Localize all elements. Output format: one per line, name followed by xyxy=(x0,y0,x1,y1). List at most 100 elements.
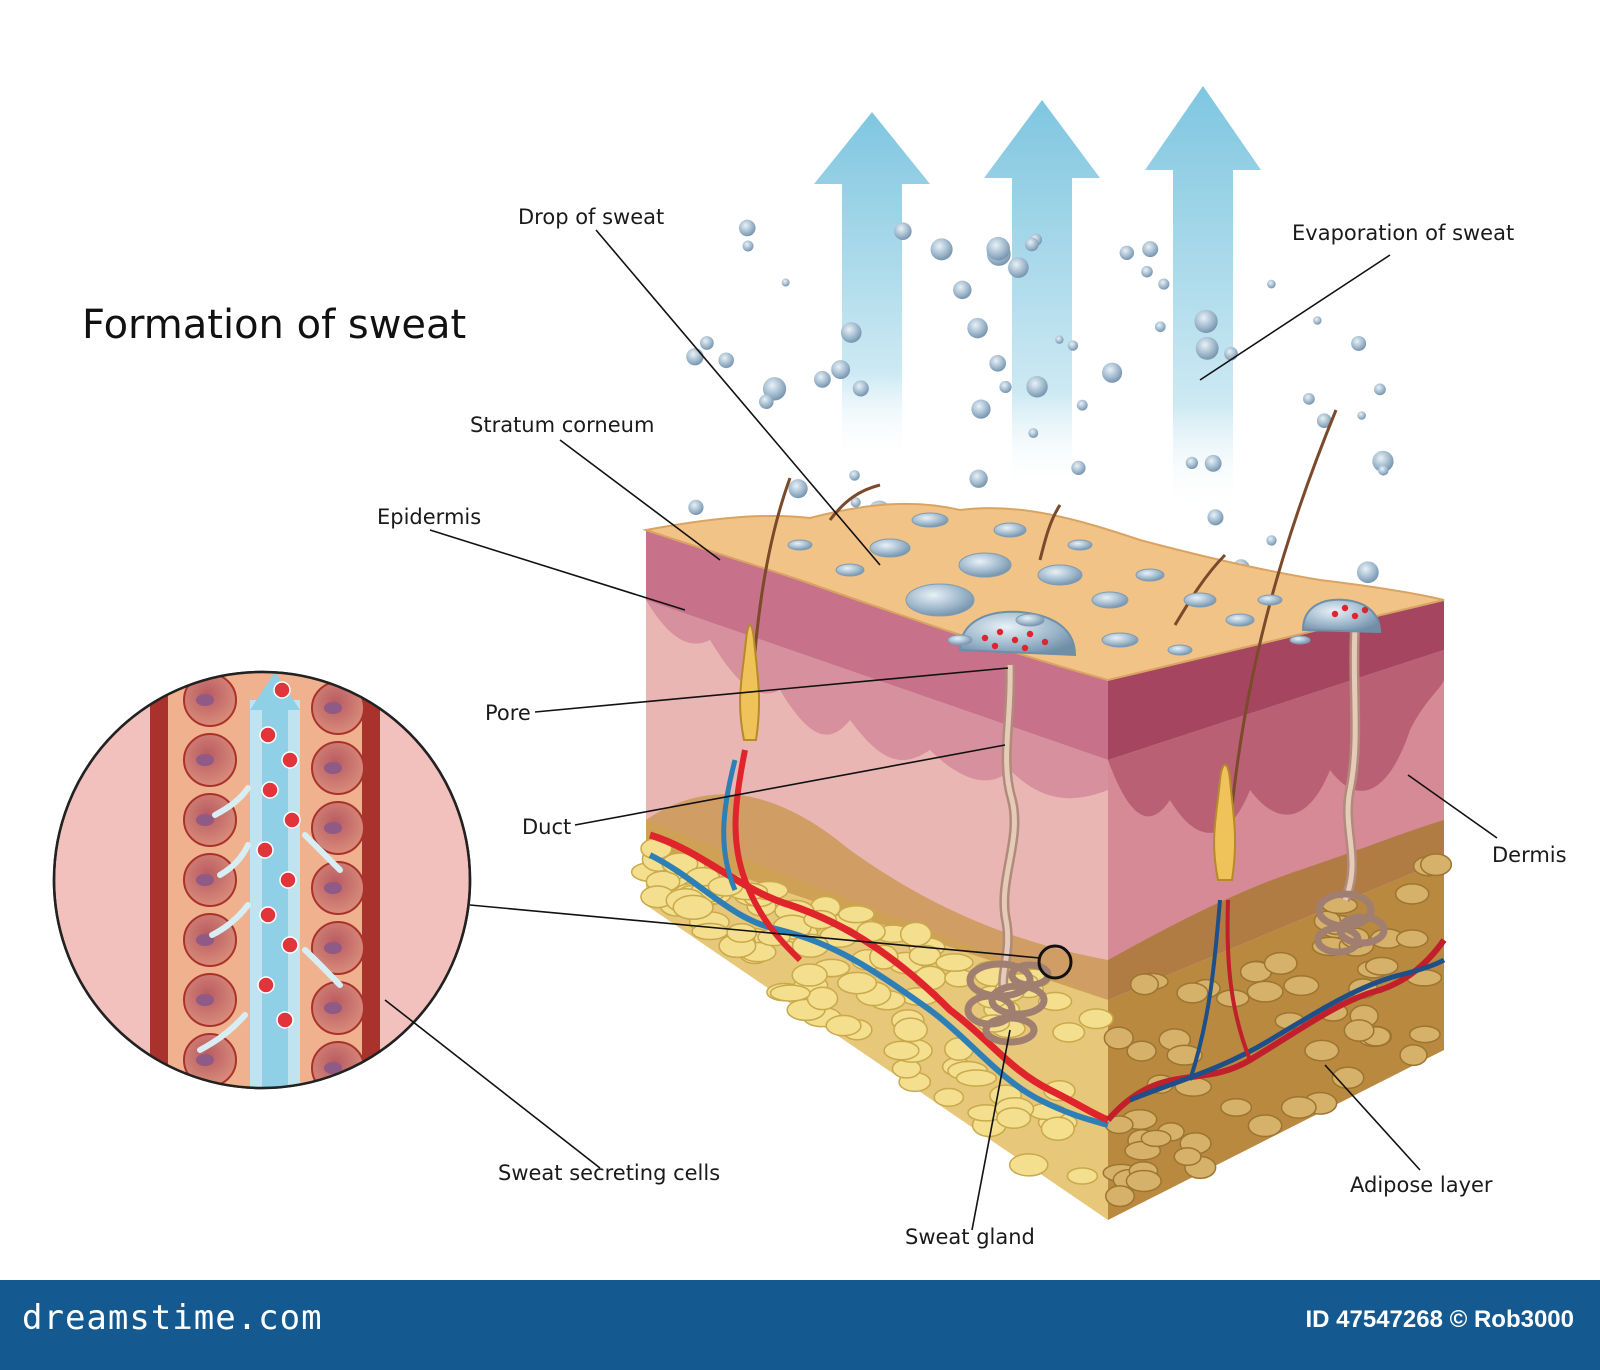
evaporating-droplet xyxy=(971,399,991,419)
evaporating-droplet xyxy=(1076,399,1088,411)
cell-nucleus xyxy=(196,934,214,946)
label-pore: Pore xyxy=(485,701,531,725)
fat-cell xyxy=(1408,1025,1441,1044)
surface-droplet xyxy=(905,583,975,617)
fat-cell xyxy=(1105,1185,1135,1208)
fat-cell xyxy=(1040,1116,1075,1142)
hair-follicles xyxy=(739,409,1338,881)
cell-nucleus xyxy=(324,1122,342,1134)
pore-secretion-dot xyxy=(1011,636,1019,644)
fat-cell xyxy=(996,1107,1032,1129)
fat-cell xyxy=(1246,980,1284,1003)
fat-cell xyxy=(672,894,714,921)
fat-cell xyxy=(1066,1167,1099,1185)
magnifier-target xyxy=(1037,944,1073,980)
epidermis-face-right xyxy=(1108,600,1444,760)
fat-cell xyxy=(933,1087,965,1107)
evaporating-droplet xyxy=(1185,456,1199,470)
evaporating-droplet xyxy=(953,280,972,300)
evaporating-droplet xyxy=(1142,241,1159,258)
pore-secretion-dot xyxy=(1041,638,1049,646)
fat-cell xyxy=(883,1040,920,1061)
vessel-to-right-hair-red xyxy=(1225,899,1252,1061)
sweat-duct-right-inner xyxy=(1342,627,1358,901)
hair-short-1 xyxy=(1038,504,1062,561)
fat-cell xyxy=(791,963,828,987)
evaporating-droplet xyxy=(718,352,734,368)
footer-bar: dreamstime.com ID 47547268 © Rob3000 xyxy=(0,1280,1600,1370)
label-epidermis: Epidermis xyxy=(377,505,481,529)
evaporating-droplet xyxy=(813,370,831,388)
secreting-cell xyxy=(312,1102,364,1154)
epidermis-dermis-boundary xyxy=(646,600,1108,799)
fat-cell xyxy=(1008,1153,1049,1177)
evaporation-arrows xyxy=(814,86,1261,510)
fat-cell xyxy=(1343,1019,1375,1042)
evaporating-droplet xyxy=(967,317,988,339)
fat-cell xyxy=(1364,956,1399,976)
fat-cell xyxy=(1220,1097,1253,1117)
evaporating-droplet xyxy=(1026,376,1048,398)
dermis-face-front xyxy=(646,600,1108,1000)
evaporating-droplet xyxy=(1194,309,1218,334)
evaporating-droplet xyxy=(1351,335,1367,351)
cell-nucleus xyxy=(196,754,214,766)
fat-cell xyxy=(769,984,811,1002)
surface-droplet xyxy=(1101,632,1139,648)
surface-droplet xyxy=(1183,592,1217,608)
evaporating-droplet xyxy=(1028,428,1039,439)
cell-nucleus xyxy=(324,942,342,954)
evaporating-droplet xyxy=(1195,336,1219,360)
evaporating-droplet xyxy=(1055,335,1064,344)
evaporating-droplet xyxy=(742,240,754,252)
pore-secretion-dot xyxy=(1026,630,1034,638)
evaporating-droplet xyxy=(788,479,808,499)
surface-droplet xyxy=(947,634,973,646)
evaporating-droplet xyxy=(1141,265,1153,278)
vein-to-hair xyxy=(721,759,738,891)
fat-cell xyxy=(1399,1044,1428,1067)
evaporating-droplet xyxy=(1267,279,1276,289)
fat-cell xyxy=(1166,1044,1203,1066)
pore-secretion-dot xyxy=(981,634,989,642)
dermis-adipose-band-right xyxy=(1108,820,1444,1000)
fat-cell xyxy=(1283,975,1320,997)
surface-droplet xyxy=(911,512,949,528)
surface-droplet xyxy=(993,522,1027,538)
surface-droplet xyxy=(1167,644,1193,656)
evaporating-droplet xyxy=(1303,392,1315,405)
surface-droplet xyxy=(1135,568,1165,582)
surface-sweat-drops xyxy=(787,512,1311,656)
fat-cell xyxy=(836,971,878,995)
fat-cell xyxy=(955,1069,998,1087)
cell-nucleus xyxy=(324,1062,342,1074)
diagram-title: Formation of sweat xyxy=(82,302,466,348)
evaporating-droplet xyxy=(1207,509,1224,526)
label-sweat-secreting-cells: Sweat secreting cells xyxy=(498,1161,720,1185)
surface-droplet xyxy=(1091,591,1129,609)
fat-cell xyxy=(1280,1096,1317,1119)
evaporating-droplet xyxy=(759,394,774,409)
fat-cell xyxy=(1173,1147,1202,1167)
surface-droplet xyxy=(1225,613,1255,627)
label-drop-of-sweat: Drop of sweat xyxy=(518,205,664,229)
evaporating-droplet xyxy=(1316,413,1332,429)
cell-nucleus xyxy=(196,994,214,1006)
evaporating-droplet xyxy=(930,238,953,261)
fat-cell xyxy=(1395,929,1429,949)
secretion-droplet xyxy=(281,936,299,954)
fat-cell xyxy=(1176,982,1209,1004)
evaporating-droplet xyxy=(852,380,869,397)
evaporating-droplet xyxy=(700,336,714,350)
fat-cell xyxy=(1263,951,1298,975)
evaporating-droplet xyxy=(850,497,861,508)
pore-secretion-dot xyxy=(1341,604,1349,612)
fat-cell xyxy=(1129,973,1160,996)
sweat-duct-main-inner xyxy=(1000,664,1017,991)
surface-droplet xyxy=(1257,594,1283,606)
secreting-cell xyxy=(184,1094,236,1146)
label-evaporation-of-sweat: Evaporation of sweat xyxy=(1292,221,1514,245)
evaporating-droplet xyxy=(1378,465,1389,476)
surface-droplet xyxy=(958,552,1012,578)
fat-cell xyxy=(1078,1008,1114,1030)
